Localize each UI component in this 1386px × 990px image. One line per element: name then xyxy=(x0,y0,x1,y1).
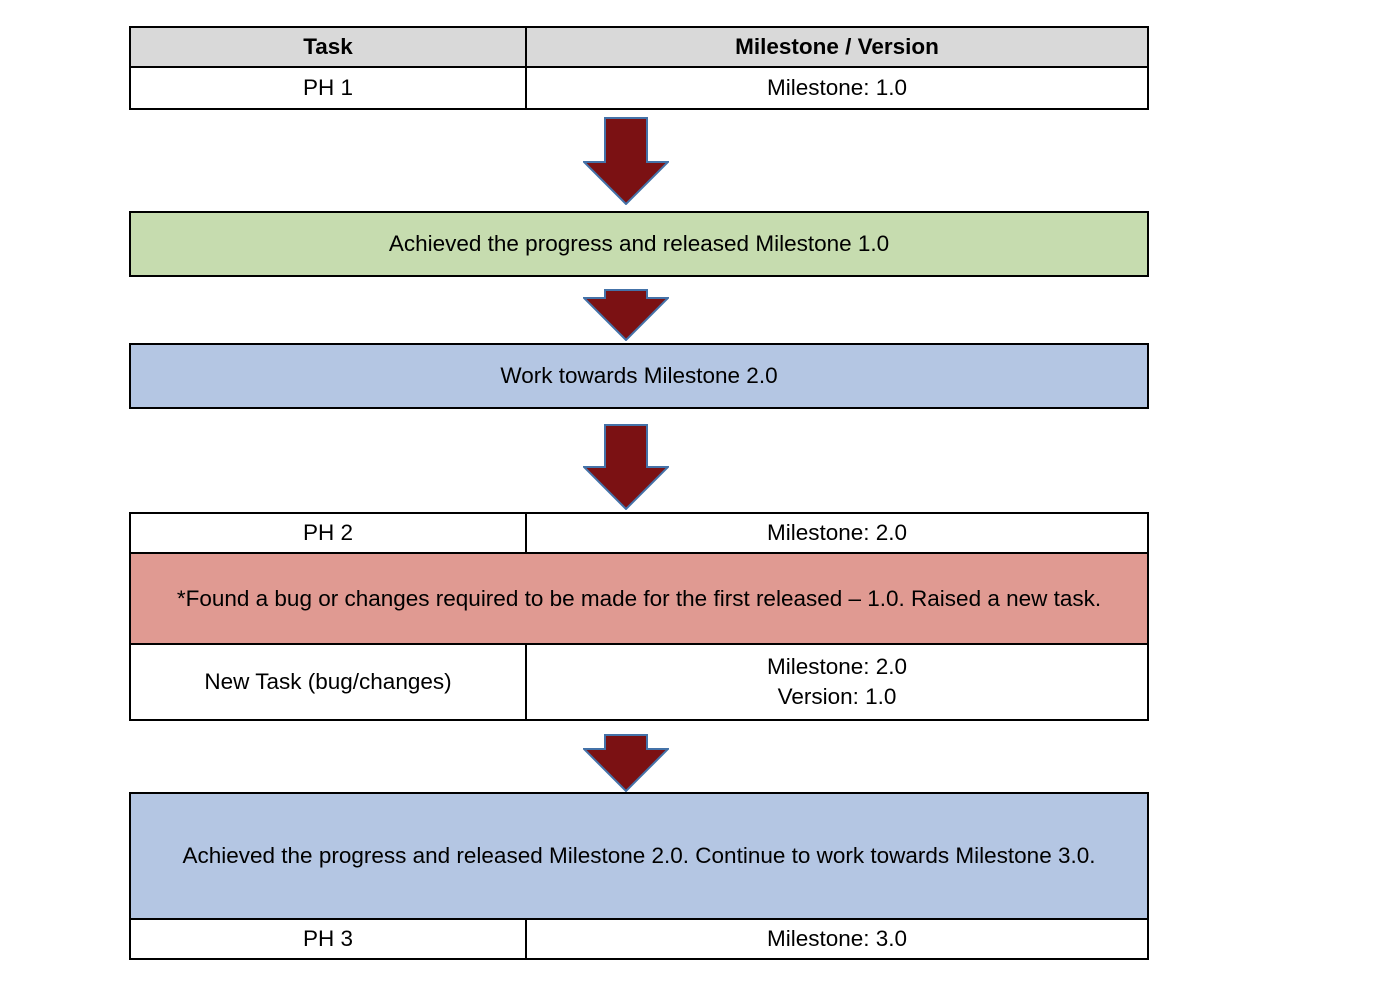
table-row-bug-note: *Found a bug or changes required to be m… xyxy=(131,552,1147,643)
cell-task-ph2: PH 2 xyxy=(131,514,527,552)
banner-row-work-2: Work towards Milestone 2.0 xyxy=(131,345,1147,407)
cell-task-ph3: PH 3 xyxy=(131,920,527,958)
cell-task-new-task: New Task (bug/changes) xyxy=(131,645,527,719)
header-cell-task: Task xyxy=(131,28,527,66)
banner-row-released-1: Achieved the progress and released Miles… xyxy=(131,213,1147,275)
ph2-table: PH 2 Milestone: 2.0 *Found a bug or chan… xyxy=(129,512,1149,721)
table-row-ph3: PH 3 Milestone: 3.0 xyxy=(131,918,1147,958)
table-row-ph1: PH 1 Milestone: 1.0 xyxy=(131,65,1147,108)
ph1-table: Task Milestone / Version PH 1 Milestone:… xyxy=(129,26,1149,110)
cell-task-ph1: PH 1 xyxy=(131,67,527,108)
down-arrow-icon-4 xyxy=(583,734,669,792)
down-arrow-icon-2 xyxy=(583,289,669,341)
released-1-banner: Achieved the progress and released Miles… xyxy=(129,211,1149,277)
cell-milestone-version-new-task: Milestone: 2.0 Version: 1.0 xyxy=(527,645,1147,719)
table-header-row: Task Milestone / Version xyxy=(131,28,1147,66)
header-cell-milestone-version: Milestone / Version xyxy=(527,28,1147,66)
work-towards-2-banner: Work towards Milestone 2.0 xyxy=(129,343,1149,409)
banner-text-released-1: Achieved the progress and released Miles… xyxy=(131,213,1147,275)
banner-text-released-2: Achieved the progress and released Miles… xyxy=(131,794,1147,918)
table-row-new-task: New Task (bug/changes) Milestone: 2.0 Ve… xyxy=(131,643,1147,719)
down-arrow-icon-3 xyxy=(583,424,669,510)
banner-text-work-2: Work towards Milestone 2.0 xyxy=(131,345,1147,407)
bug-note-text: *Found a bug or changes required to be m… xyxy=(131,554,1147,643)
cell-milestone-ph2: Milestone: 2.0 xyxy=(527,514,1147,552)
ph3-table: Achieved the progress and released Miles… xyxy=(129,792,1149,960)
cell-milestone-ph1: Milestone: 1.0 xyxy=(527,67,1147,108)
down-arrow-icon-1 xyxy=(583,117,669,205)
table-row-ph2: PH 2 Milestone: 2.0 xyxy=(131,514,1147,552)
banner-row-released-2: Achieved the progress and released Miles… xyxy=(131,794,1147,918)
cell-milestone-ph3: Milestone: 3.0 xyxy=(527,920,1147,958)
